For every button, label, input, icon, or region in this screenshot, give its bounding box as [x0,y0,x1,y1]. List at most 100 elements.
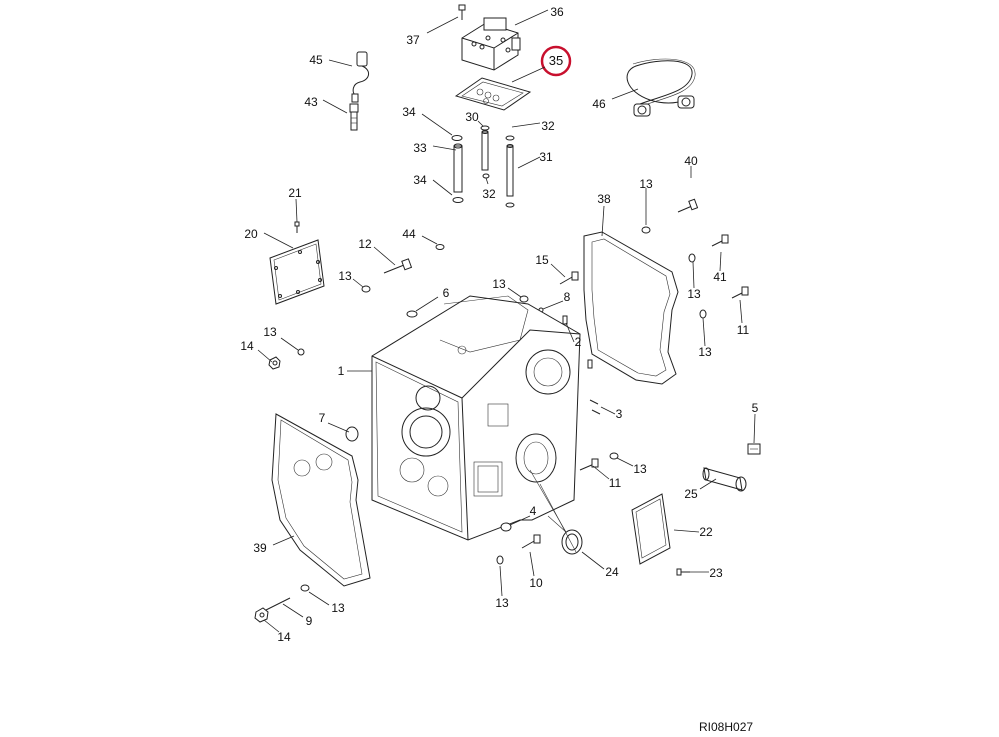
part-15-bolt [559,271,579,285]
leader-line [739,299,743,324]
callout-c46: 46 [592,88,639,111]
leader-line [415,296,439,312]
leader-line [426,16,459,34]
callout-c14a: 14 [240,339,273,363]
part-24-bearing [529,469,583,555]
callout-c25: 25 [684,478,717,501]
callout-c13d: 13 [687,261,701,301]
leader-line [542,300,564,310]
callout-c30: 30 [465,110,484,127]
callout-number: 30 [465,110,479,124]
leader-line [263,232,294,249]
callout-number: 45 [309,53,323,67]
callout-number: 34 [402,105,416,119]
leader-line [611,88,639,100]
callout-number: 6 [443,286,450,300]
highlight-ring [540,45,572,77]
callout-number: 23 [709,566,723,580]
leader-line [373,246,396,266]
callout-c13a: 13 [639,177,653,225]
callout-number: 13 [495,596,509,610]
callout-number: 14 [277,630,291,644]
callout-c5: 5 [752,401,759,444]
part-drawings [254,4,761,623]
part-11-bolt-lower [579,458,599,471]
part-38-gasket [583,231,679,385]
callout-c34a: 34 [402,105,453,136]
leader-line [282,603,304,618]
leader-line [499,565,503,597]
callout-c43: 43 [304,95,348,114]
part-4-plug [500,522,512,532]
callout-number: 13 [687,287,701,301]
callout-c7: 7 [319,411,350,433]
callout-c15: 15 [535,253,566,278]
callout-c8: 8 [542,290,571,310]
callout-number: 32 [541,119,555,133]
part-44-oring [435,244,445,250]
part-37-bolt [458,4,466,20]
part-23-screw [676,568,690,576]
part-30-34-tubes [451,125,515,208]
callout-number: 1 [338,364,345,378]
callout-c13i: 13 [308,591,345,615]
callout-number: 35 [549,53,563,68]
leader-line [257,349,273,363]
part-40-bolt [677,198,699,213]
part-14-nut-upper [268,356,281,370]
callout-number: 46 [592,97,606,111]
callout-c9: 9 [282,603,313,628]
part-7-cap [345,426,359,442]
leader-line [601,205,605,237]
callout-number: 38 [597,192,611,206]
callout-c13c: 13 [492,277,522,298]
part-46-cable [626,58,696,117]
callout-c32a: 32 [511,119,555,133]
callout-c23: 23 [689,566,723,580]
callout-number: 22 [699,525,713,539]
callout-c1: 1 [338,364,372,378]
leader-line [565,322,575,343]
callout-c4: 4 [509,504,537,526]
part-43-sensor [349,103,359,131]
callout-c41: 41 [713,251,727,284]
callout-number: 40 [684,154,698,168]
callout-c6: 6 [415,286,450,312]
callout-c12: 12 [358,237,396,266]
leader-line [719,251,722,272]
callout-number: 12 [358,237,372,251]
callout-number: 10 [529,576,543,590]
callout-c2: 2 [565,322,582,349]
part-14-nut-lower [254,607,269,623]
callout-number: 13 [338,269,352,283]
leader-line [421,113,453,136]
callout-c45: 45 [309,53,353,67]
callout-number: 37 [406,33,420,47]
part-21-screw [294,221,300,233]
callout-c13b: 13 [338,269,364,288]
callout-number: 43 [304,95,318,109]
callout-c20: 20 [244,227,294,249]
leader-line [272,535,295,546]
leader-line [511,122,541,128]
callout-number: 3 [616,407,623,421]
callout-c10: 10 [529,551,543,590]
leader-line [753,413,756,444]
leader-line [600,406,616,415]
callout-number: 20 [244,227,258,241]
part-10-bolt [521,534,541,549]
callout-number: 9 [306,614,313,628]
leader-line [352,278,364,288]
callout-c13g: 13 [616,457,647,476]
leader-line [280,337,299,351]
part-1-housing [371,295,581,541]
leader-line [322,99,348,114]
leader-line [514,9,549,26]
callout-number: 5 [752,401,759,415]
callout-number: 24 [605,565,619,579]
callout-number: 11 [737,323,750,337]
callout-number: 44 [402,227,416,241]
callout-number: 39 [253,541,267,555]
callout-number: 21 [288,186,302,200]
callout-c22: 22 [673,525,713,539]
